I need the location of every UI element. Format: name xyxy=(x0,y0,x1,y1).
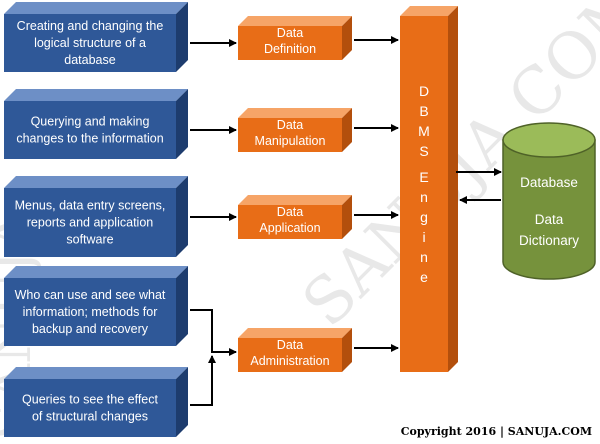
process-box-3-side-face xyxy=(342,195,352,239)
box-label-line: Who can use and see what xyxy=(15,288,166,302)
engine-letter: n xyxy=(420,249,428,265)
box-label-line: Definition xyxy=(264,42,316,56)
input-box-3-side-face xyxy=(176,176,188,257)
engine-letter: i xyxy=(422,229,425,245)
process-box-3-top-face xyxy=(238,195,352,205)
arrow-input4-to-administration xyxy=(190,309,237,356)
engine-letter: D xyxy=(419,83,429,99)
input-box-2-front-face xyxy=(4,101,176,159)
box-label-line: Creating and changing the xyxy=(17,19,164,33)
input-box-3-front-face xyxy=(4,188,176,257)
box-label-line: logical structure of a xyxy=(34,36,146,50)
box-label-line: reports and application xyxy=(27,216,154,230)
process-box-3-front-face xyxy=(238,205,342,239)
database-label: Data xyxy=(535,212,564,227)
process-box-1-front-face xyxy=(238,26,342,60)
cylinder-body xyxy=(502,139,596,280)
box-label-line: Data xyxy=(277,26,303,40)
input-box-2: Querying and making changes to the inform… xyxy=(4,89,188,159)
input-box-1-front-face xyxy=(4,14,176,72)
process-box-1-top-face xyxy=(238,16,352,26)
process-box-4-side-face xyxy=(342,328,352,372)
box-label-line: Data xyxy=(277,338,303,352)
box-label-line: of structural changes xyxy=(32,410,148,424)
database-label: Dictionary xyxy=(519,233,579,248)
engine-column-side-face xyxy=(448,6,458,372)
input-box-3-top-face xyxy=(4,176,188,188)
input-box-5-top-face xyxy=(4,367,188,379)
input-box-5: Queries to see the effect of structural c… xyxy=(4,367,188,437)
input-box-4-top-face xyxy=(4,266,188,278)
arrows xyxy=(190,36,502,406)
process-box-2-front-face xyxy=(238,118,342,152)
input-box-1-side-face xyxy=(176,2,188,72)
box-label-line: database xyxy=(64,53,115,67)
process-box-2-side-face xyxy=(342,108,352,152)
process-box-4-top-face xyxy=(238,328,352,338)
input-box-4: Who can use and see what information; met… xyxy=(4,266,188,346)
engine-letter: g xyxy=(420,209,428,225)
box-label-line: information; methods for xyxy=(23,305,158,319)
engine-letter: S xyxy=(419,143,428,159)
engine-column-front-face xyxy=(400,16,448,372)
box-label-line: changes to the information xyxy=(16,132,163,146)
box-label-line: Querying and making xyxy=(31,115,150,129)
database-label: Database xyxy=(520,175,578,190)
box-label-line: Data xyxy=(277,205,303,219)
copyright-text: Copyright 2016 | SANUJA.COM xyxy=(400,425,592,438)
input-box-1: Creating and changing the logical structu… xyxy=(4,2,188,72)
engine-letter: E xyxy=(419,169,428,185)
box-label-line: software xyxy=(66,233,113,247)
engine-letter: M xyxy=(418,123,430,139)
box-label-line: Manipulation xyxy=(255,134,326,148)
process-box-1-side-face xyxy=(342,16,352,60)
box-label-line: Administration xyxy=(250,354,329,368)
cylinder-top xyxy=(502,122,596,158)
input-boxes: Creating and changing the logical structu… xyxy=(4,2,188,437)
engine-letter: B xyxy=(419,103,428,119)
input-box-3: Menus, data entry screens, reports and ap… xyxy=(4,176,188,257)
process-box-4-front-face xyxy=(238,338,342,372)
box-label-line: Queries to see the effect xyxy=(22,393,158,407)
input-box-4-front-face xyxy=(4,278,176,346)
input-box-4-side-face xyxy=(176,266,188,346)
input-box-5-front-face xyxy=(4,379,176,437)
process-boxes: DataDefinitionDataManipulationDataApplic… xyxy=(238,16,352,372)
input-box-2-side-face xyxy=(176,89,188,159)
engine-column-top-face xyxy=(400,6,458,16)
input-box-1-top-face xyxy=(4,2,188,14)
process-box-2-top-face xyxy=(238,108,352,118)
engine-letter: n xyxy=(420,189,428,205)
engine-letter: e xyxy=(420,269,428,285)
box-label-line: Data xyxy=(277,118,303,132)
input-box-5-side-face xyxy=(176,367,188,437)
input-box-2-top-face xyxy=(4,89,188,101)
box-label-line: backup and recovery xyxy=(32,322,149,336)
box-label-line: Application xyxy=(259,221,320,235)
box-label-line: Menus, data entry screens, xyxy=(15,199,166,213)
arrow-input5-to-administration xyxy=(190,355,216,406)
